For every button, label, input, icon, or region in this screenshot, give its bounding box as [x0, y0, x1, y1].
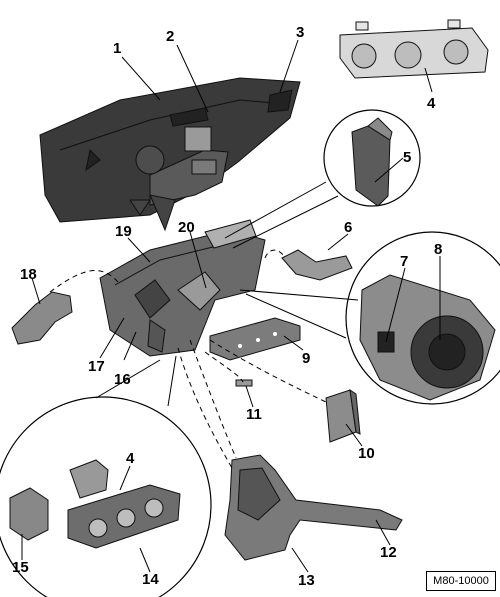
- callout-4-detail: 4: [126, 450, 135, 467]
- floor-duct: [224, 454, 403, 561]
- callout-14: 14: [142, 571, 159, 588]
- clip: [235, 379, 253, 387]
- callout-9: 9: [302, 350, 310, 367]
- control-head-detail: [9, 459, 181, 549]
- callout-19: 19: [115, 223, 132, 240]
- callout-12: 12: [380, 544, 397, 561]
- control-head-top: [339, 19, 489, 79]
- callout-15: 15: [12, 559, 29, 576]
- callout-16: 16: [114, 371, 131, 388]
- detail-circle-control-head: [0, 396, 212, 597]
- callout-7: 7: [400, 253, 408, 270]
- heater-unit: [99, 219, 266, 357]
- dashboard-panel: [39, 77, 301, 232]
- figure-reference-code: M80-10000: [426, 571, 496, 591]
- callout-4-top: 4: [427, 95, 436, 112]
- blower-detail: [359, 274, 496, 401]
- filter-element: [325, 388, 361, 443]
- callout-11: 11: [246, 406, 262, 423]
- callouts: 1 2 3 4 5 6 7 8 9 10 11 12 13 14 15 16 1…: [12, 24, 442, 589]
- callout-13: 13: [298, 572, 315, 589]
- callout-1: 1: [113, 40, 121, 57]
- callout-18: 18: [20, 266, 37, 283]
- callout-20: 20: [178, 219, 195, 236]
- callout-10: 10: [358, 445, 375, 462]
- leader-lines: [21, 39, 441, 573]
- callout-2: 2: [166, 28, 174, 45]
- cover-plate: [209, 317, 301, 361]
- duct-left: [11, 291, 73, 345]
- callout-3: 3: [296, 24, 304, 41]
- callout-6: 6: [344, 219, 352, 236]
- detail-connectors: [95, 181, 359, 407]
- dashed-routing: [49, 249, 327, 469]
- callout-17: 17: [88, 358, 105, 375]
- bracket-detail: [351, 117, 393, 207]
- callout-8: 8: [434, 241, 442, 258]
- callout-5: 5: [403, 149, 411, 166]
- duct-right: [281, 249, 353, 281]
